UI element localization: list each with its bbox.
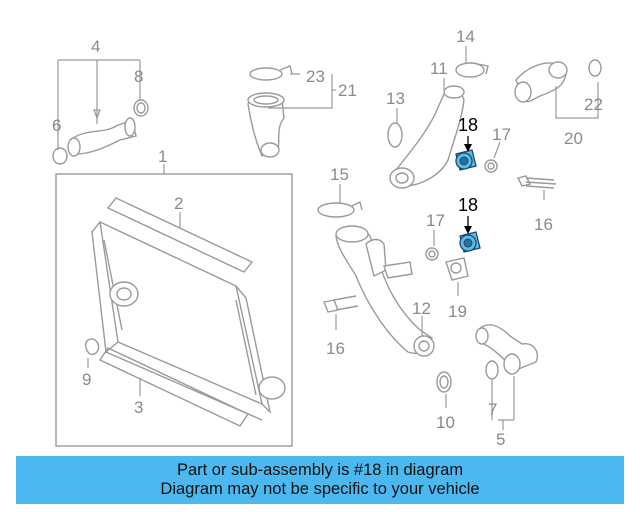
callout-16-right: 16: [534, 215, 553, 234]
callout-17-lower: 17: [426, 211, 445, 230]
callout-23: 23: [306, 67, 325, 86]
callout-21: 21: [338, 81, 357, 100]
callout-15: 15: [330, 165, 349, 184]
callout-18-upper: 18: [458, 115, 478, 135]
callout-11: 11: [430, 59, 448, 78]
callout-20: 20: [564, 129, 583, 148]
callout-14: 14: [456, 27, 475, 46]
callout-17-upper: 17: [492, 125, 511, 144]
callout-22: 22: [584, 95, 603, 114]
callout-10: 10: [436, 413, 455, 432]
pipe-12-group: [317, 200, 435, 357]
small-parts: [323, 159, 557, 313]
callout-2: 2: [174, 194, 183, 213]
callout-16-left: 16: [326, 339, 345, 358]
hose-5-group: [436, 324, 538, 393]
callout-7: 7: [488, 400, 497, 419]
highlighted-part-18-lower: [459, 231, 481, 253]
leader-lines: [57, 46, 599, 430]
callout-9: 9: [82, 370, 91, 389]
elbow-20-group: [514, 59, 602, 103]
callout-1: 1: [158, 147, 167, 166]
hose-21-group: [247, 65, 293, 158]
callout-labels: 1 2 3 4 5 6 7 8 9 10 11 12 13 14 15 16 1…: [52, 27, 603, 449]
part-info-banner: Part or sub-assembly is #18 in diagram D…: [16, 456, 624, 504]
pipe-11-group: [387, 62, 489, 189]
banner-line-1: Part or sub-assembly is #18 in diagram: [176, 461, 464, 479]
callout-8: 8: [134, 67, 143, 86]
parts-diagram: 1 2 3 4 5 6 7 8 9 10 11 12 13 14 15 16 1…: [52, 27, 603, 449]
callout-4: 4: [91, 37, 100, 56]
banner-line-2: Diagram may not be specific to your vehi…: [160, 480, 480, 498]
callout-19: 19: [448, 302, 467, 321]
callout-5: 5: [496, 430, 505, 449]
hose-4-group: [52, 99, 149, 165]
intercooler-assembly: [55, 173, 293, 447]
callout-13: 13: [386, 89, 405, 108]
callout-12: 12: [412, 299, 431, 318]
callout-3: 3: [134, 398, 143, 417]
callout-6: 6: [52, 116, 61, 135]
highlighted-part-18-upper: [455, 149, 477, 171]
callout-18-lower: 18: [458, 195, 478, 215]
